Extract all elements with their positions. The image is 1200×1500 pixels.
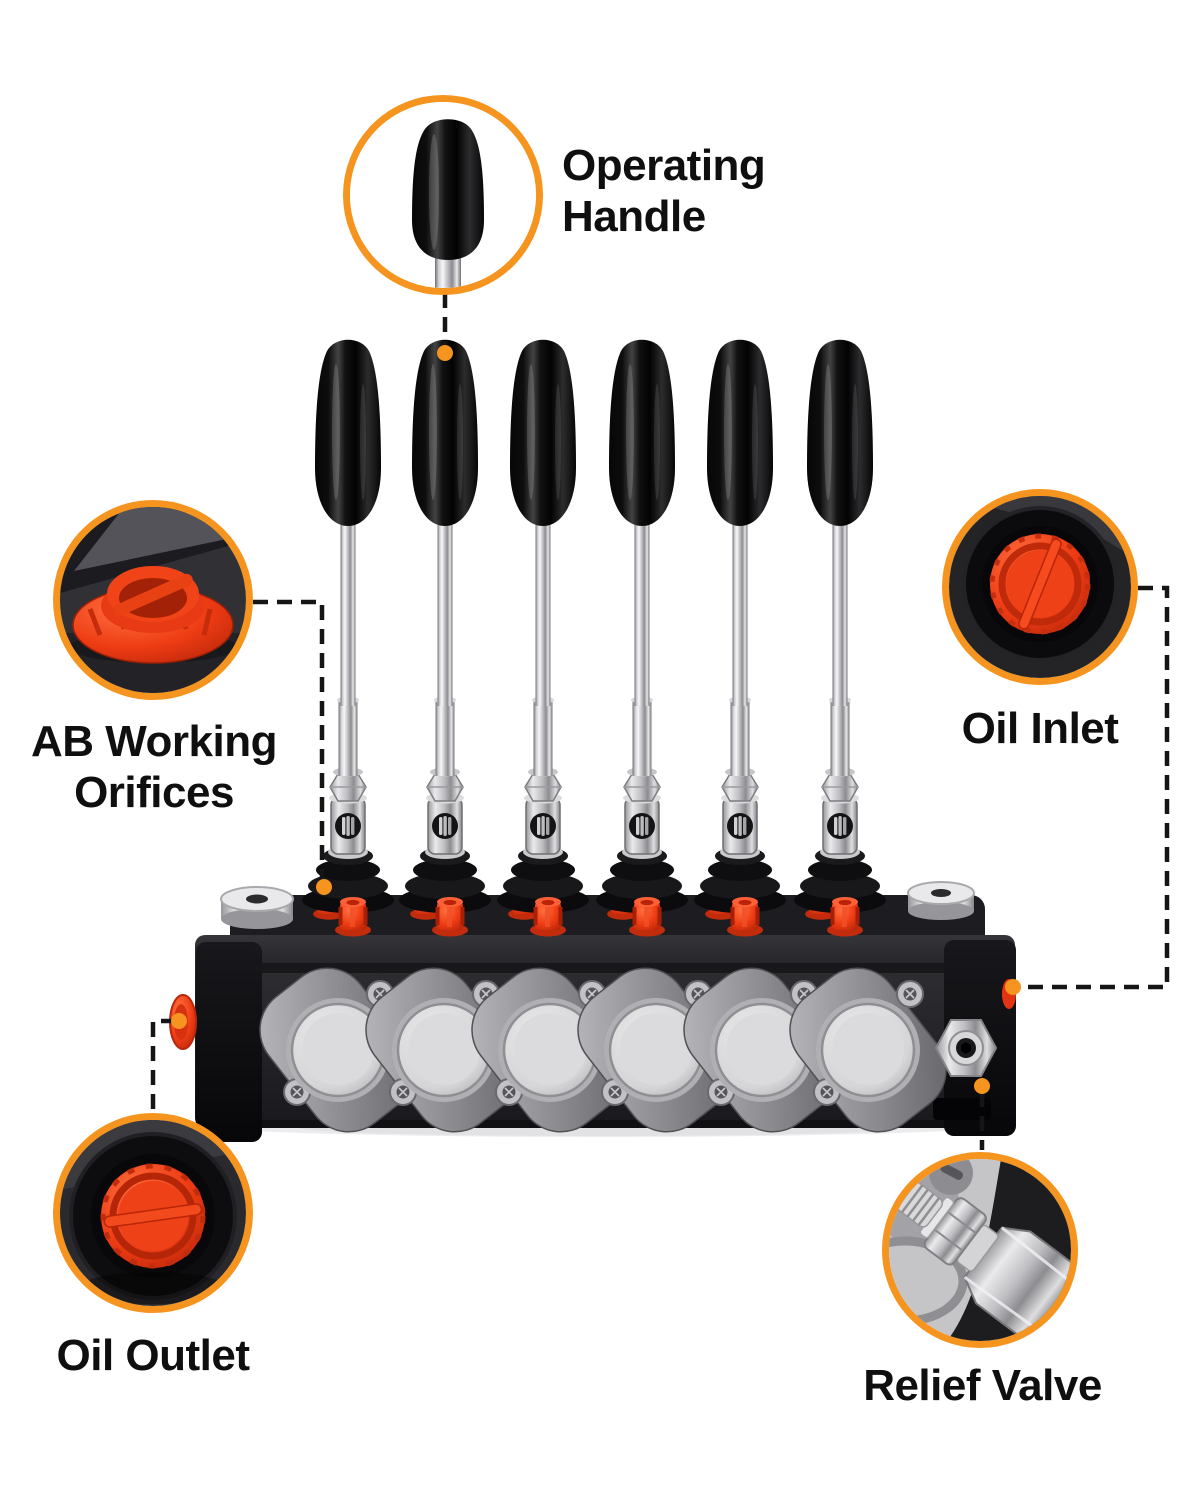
lever <box>694 340 786 937</box>
valve-left-end <box>196 942 262 1142</box>
label-oil-inlet: Oil Inlet <box>961 704 1119 753</box>
dot-ab-working-orifices <box>316 879 332 895</box>
dot-relief-valve <box>974 1078 990 1094</box>
ab-working-orifices-photo <box>60 507 246 693</box>
lever <box>399 340 491 937</box>
oil-outlet-photo <box>60 1120 246 1306</box>
top-left-port <box>220 886 294 929</box>
connector-dots <box>171 345 1021 1094</box>
control-levers <box>302 340 886 937</box>
relief-valve-fitting <box>934 1019 998 1077</box>
lever <box>302 340 394 937</box>
oil-inlet-photo <box>949 496 1131 678</box>
connector-oil-outlet <box>150 1018 176 1112</box>
label-ab-working-orifices: AB Working Orifices <box>31 717 277 818</box>
dot-oil-outlet <box>171 1013 187 1029</box>
label-operating-handle: Operating Handle <box>562 141 766 242</box>
callout-oil-inlet <box>942 489 1138 685</box>
label-oil-outlet: Oil Outlet <box>56 1331 251 1380</box>
callout-operating-handle <box>343 95 543 295</box>
valve-body <box>169 881 1016 1150</box>
connector-oil-inlet <box>1021 585 1170 990</box>
lever <box>497 340 589 937</box>
callout-oil-outlet <box>53 1113 253 1313</box>
callout-relief-valve <box>882 1152 1078 1348</box>
callout-ab-working-orifices <box>53 500 253 700</box>
top-right-port <box>907 881 975 920</box>
lever <box>596 340 688 937</box>
dot-operating-handle <box>437 345 453 361</box>
relief-valve-photo <box>889 1159 1071 1341</box>
dot-oil-inlet <box>1005 979 1021 995</box>
label-relief-valve: Relief Valve <box>863 1361 1102 1410</box>
lever <box>794 340 886 937</box>
callout-connectors <box>150 293 1170 1150</box>
operating-handle-photo <box>350 102 536 288</box>
